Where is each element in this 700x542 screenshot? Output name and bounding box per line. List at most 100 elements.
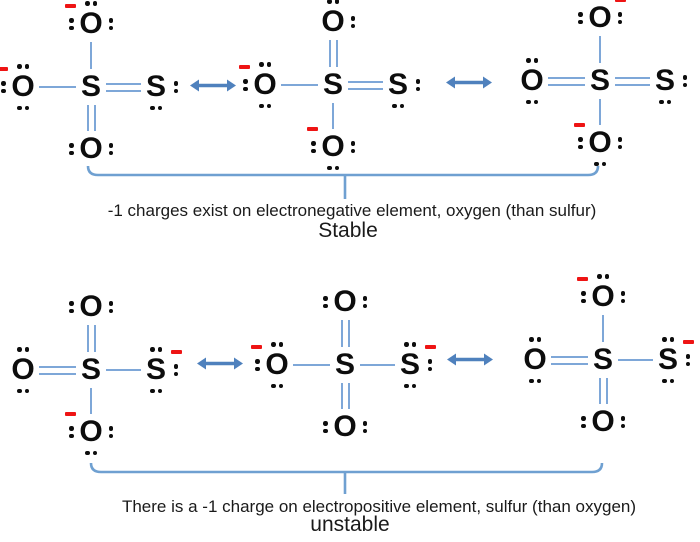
electron-dot [617,137,622,142]
atom-symbol: O [520,64,544,97]
atom-center-S: S [588,343,618,377]
electron-dot [594,161,599,166]
lone-pair-right [108,426,113,438]
negative-charge-icon [574,123,585,127]
electron-dot [529,378,534,383]
lone-pair-top [597,274,609,279]
lone-pair-right [617,137,622,149]
lone-pair-right [415,79,420,91]
lone-pair-left [581,291,586,303]
electron-dot [666,99,671,104]
lone-pair-bottom [259,103,271,108]
lone-pair-right [427,359,432,371]
electron-dot [536,337,541,342]
atom-top-O: O [318,0,355,39]
atom-top-O: O [69,290,113,324]
electron-dot [617,12,622,17]
electron-dot [311,141,316,146]
negative-charge-icon [577,277,588,281]
lone-pair-top [529,337,541,342]
stable-label: Stable [318,219,378,242]
electron-dot [24,64,29,69]
lone-pair-bottom [526,99,538,104]
atom-symbol: S [592,343,613,376]
lone-pair-left [69,18,74,30]
lone-pair-bottom [404,383,416,388]
top-double-bond [328,40,338,67]
atom-symbol: O [591,280,615,313]
top-single-bond [598,36,602,63]
left-single-bond [293,363,330,367]
lone-pair-right [685,354,690,366]
electron-dot [327,165,332,170]
left-double-bond [548,76,585,86]
electron-dot [399,103,404,108]
electron-dot [350,141,355,146]
lone-pair-right [620,416,625,428]
right-single-bond [106,368,141,372]
atom-left-O: O [520,337,550,383]
electron-dot [536,378,541,383]
bottom-double-bond [86,105,96,131]
atom-center-S: S [585,64,615,98]
atom-symbol: S [387,68,408,101]
lone-pair-right [350,141,355,153]
lone-pair-bottom [17,105,29,110]
electron-dot [323,421,328,426]
lone-pair-right [362,296,367,308]
left-single-bond [281,83,318,87]
resonance-arrow-icon [445,75,493,90]
electron-dot [323,296,328,301]
atom-symbol: O [591,405,615,438]
right-double-bond [106,82,141,92]
electron-dot [604,274,609,279]
electron-dot [108,150,113,155]
atom-symbol: O [321,130,345,163]
electron-dot [69,143,74,148]
electron-dot [85,450,90,455]
lone-pair-right [108,143,113,155]
electron-dot [620,416,625,421]
electron-dot [266,103,271,108]
electron-dot [271,383,276,388]
atom-left-O: O [8,347,38,393]
electron-dot [24,388,29,393]
right-double-bond [348,80,383,90]
lone-pair-right [108,18,113,30]
electron-dot [311,148,316,153]
atom-symbol: O [79,7,103,40]
electron-dot [173,88,178,93]
atom-top-O: O [577,274,625,314]
electron-dot [85,1,90,6]
atom-symbol: O [79,290,103,323]
atom-symbol: O [333,285,357,318]
atom-right-S: S [653,337,694,383]
lone-pair-left [323,421,328,433]
resonance-arrow-icon [196,356,244,371]
lone-pair-bottom [17,388,29,393]
unstable-label: unstable [310,513,390,536]
electron-dot [411,342,416,347]
atom-right-S: S [650,64,687,104]
atom-left-O: O [0,64,38,110]
atom-center-S: S [318,68,348,102]
lone-pair-bottom [85,450,97,455]
atom-right-S: S [141,347,182,393]
lone-pair-left [69,143,74,155]
negative-charge-icon [239,65,250,69]
atom-symbol: S [80,70,101,103]
atom-symbol: O [523,343,547,376]
electron-dot [415,79,420,84]
electron-dot [108,25,113,30]
lone-pair-left [578,137,583,149]
electron-dot [427,366,432,371]
lone-pair-right [682,75,687,87]
atom-bottom-O: O [65,412,113,455]
electron-dot [578,137,583,142]
electron-dot [173,371,178,376]
lone-pair-left [578,12,583,24]
electron-dot [350,16,355,21]
electron-dot [157,105,162,110]
electron-dot [578,19,583,24]
